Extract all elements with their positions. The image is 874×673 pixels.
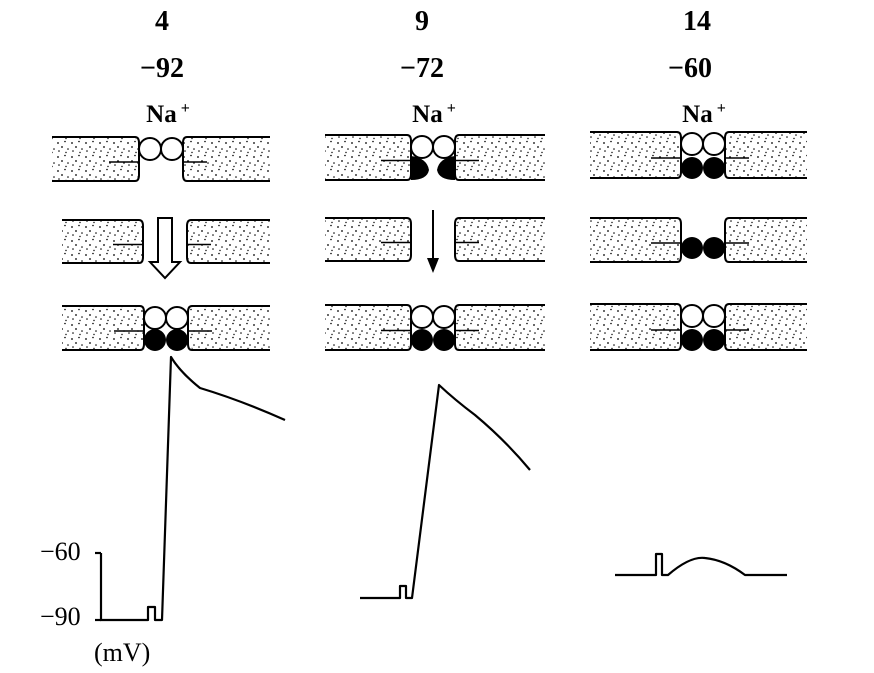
membrane-col2-row3: [325, 304, 545, 351]
activation-gate: [432, 135, 456, 159]
pulse-number-1: 4: [155, 6, 169, 37]
ion-label-2: Na+: [412, 100, 456, 128]
closed-gate: [433, 329, 455, 351]
membrane-edge: [454, 217, 460, 262]
membrane-col2-row1: [325, 134, 545, 181]
closed-gate: [703, 157, 725, 179]
membrane-potential-2: −72: [400, 53, 444, 84]
pulse-number-2: 9: [415, 6, 429, 37]
membrane-potential-1: −92: [140, 53, 184, 84]
closed-gate: [703, 237, 725, 259]
closed-gate: [166, 329, 188, 351]
ion-charge-1: +: [180, 100, 190, 117]
membrane-block-right: [455, 305, 545, 350]
membrane-edge: [187, 305, 193, 351]
activation-gate: [702, 304, 726, 328]
trace-layer: [95, 355, 787, 622]
activation-gate: [143, 306, 167, 330]
activation-gate: [160, 137, 184, 161]
hollow-down-arrow: [147, 217, 183, 280]
membrane-edge: [186, 219, 192, 264]
activation-gate: [680, 132, 704, 156]
membrane-layer: [52, 131, 807, 351]
axis-unit-label: (mV): [94, 638, 151, 667]
membrane-block-right: [725, 218, 807, 262]
membrane-block-left: [62, 306, 144, 350]
membrane-block-left: [325, 305, 411, 350]
membrane-col1-row1: [52, 136, 270, 182]
closed-gate: [681, 157, 703, 179]
ion-symbol-2: Na: [412, 101, 443, 128]
activation-gate: [410, 135, 434, 159]
ion-symbol-1: Na: [146, 101, 177, 128]
closed-gate: [703, 329, 725, 351]
membrane-edge: [138, 219, 144, 264]
membrane-block-right: [455, 135, 545, 180]
inactivation-gate: [411, 156, 429, 180]
activation-gate: [432, 305, 456, 329]
membrane-edge: [134, 136, 140, 182]
axis-tick-upper: −60: [40, 537, 81, 566]
membrane-block-right: [187, 220, 270, 263]
membrane-edge: [182, 136, 188, 182]
membrane-edge: [406, 304, 412, 351]
ion-charge-2: +: [446, 100, 456, 117]
membrane-edge: [724, 217, 730, 263]
closed-gate: [411, 329, 433, 351]
membrane-block-left: [590, 218, 681, 262]
trace-col2: [360, 383, 531, 600]
trace-col1: [100, 355, 286, 622]
activation-gate: [138, 137, 162, 161]
arrow-layer: [147, 210, 439, 280]
membrane-col1-row3: [62, 305, 270, 351]
activation-gate: [702, 132, 726, 156]
membrane-col2-row2: [325, 217, 545, 262]
membrane-edge: [406, 217, 412, 262]
activation-gate: [410, 305, 434, 329]
trace-col3: [615, 552, 787, 577]
membrane-col3-row1: [590, 131, 807, 179]
membrane-col1-row2: [62, 219, 270, 264]
membrane-block-right: [725, 132, 807, 178]
membrane-edge: [724, 131, 730, 179]
membrane-potential-3: −60: [668, 53, 712, 84]
membrane-edge: [139, 305, 145, 351]
membrane-block-right: [725, 304, 807, 350]
pulse-number-3: 14: [683, 6, 711, 37]
membrane-block-left: [52, 137, 139, 181]
membrane-block-left: [62, 220, 143, 263]
activation-gate: [680, 304, 704, 328]
closed-gate: [144, 329, 166, 351]
membrane-block-right: [188, 306, 270, 350]
ion-label-3: Na+: [682, 100, 726, 128]
membrane-edge: [454, 304, 460, 351]
membrane-edge: [676, 303, 682, 351]
membrane-edge: [676, 131, 682, 179]
closed-gate: [681, 237, 703, 259]
ion-charge-3: +: [716, 100, 726, 117]
membrane-block-left: [325, 218, 411, 261]
membrane-block-right: [455, 218, 545, 261]
membrane-col3-row3: [590, 303, 807, 351]
thin-arrow-head: [427, 258, 439, 273]
ion-label-1: Na+: [146, 100, 190, 128]
closed-gate: [681, 329, 703, 351]
membrane-col3-row2: [590, 217, 807, 263]
membrane-block-left: [325, 135, 411, 180]
ion-symbol-3: Na: [682, 101, 713, 128]
membrane-edge: [724, 303, 730, 351]
activation-gate: [165, 306, 189, 330]
axis-tick-lower: −90: [40, 602, 81, 631]
membrane-edge: [676, 217, 682, 263]
membrane-block-left: [590, 132, 681, 178]
membrane-block-right: [183, 137, 270, 181]
membrane-block-left: [590, 304, 681, 350]
inactivation-gate: [437, 156, 455, 180]
